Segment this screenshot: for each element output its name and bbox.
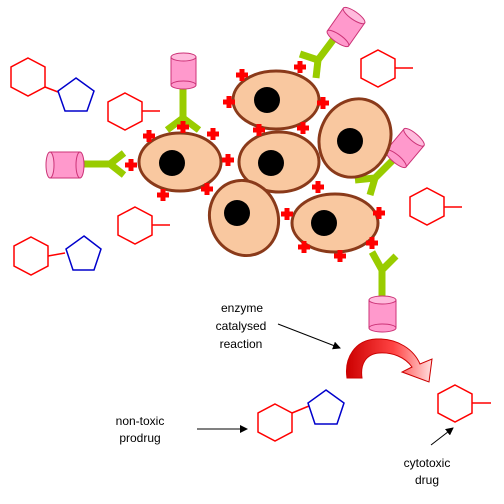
tumour-cell-4 [237, 130, 321, 194]
prodrug-molecule-top-left [10, 57, 95, 112]
prodrug-molecule-left [13, 235, 102, 276]
drug-molecule-2 [360, 49, 413, 88]
prodrug-molecule-bottom [257, 389, 345, 442]
tumour-cell-6 [290, 192, 380, 254]
antigen-markers [125, 61, 385, 262]
prodrug-label-line1: non-toxic [116, 414, 165, 428]
drug-molecule-3 [117, 206, 170, 245]
reaction-arrow [346, 338, 433, 383]
drug-molecule-1 [107, 92, 160, 131]
drug-molecule-4 [409, 187, 462, 226]
antibody-enzyme-top [164, 52, 202, 133]
enzyme-label-line1: enzyme [221, 301, 263, 315]
tumour-cell-5 [208, 178, 280, 258]
enzyme-label-line3: reaction [220, 337, 263, 351]
prodrug-label-line2: prodrug [119, 431, 160, 445]
antibody-enzyme-left [45, 150, 127, 179]
drug-molecule-bottom [437, 384, 491, 423]
tumour-cell-3 [317, 97, 393, 179]
drug-label-line1: cytotoxic [404, 456, 451, 470]
enzyme-label-line2: catalysed [216, 319, 267, 333]
drug-pointer-arrow [430, 427, 454, 446]
antibody-enzyme-right [354, 127, 425, 196]
drug-label-line2: drug [415, 473, 439, 487]
antibody-enzyme-top-right [298, 6, 366, 79]
tumour-cell-1 [137, 131, 223, 193]
enzyme-pointer-arrow [277, 323, 341, 350]
tumour-cell-2 [231, 69, 321, 131]
antibody-enzyme-bottom [368, 250, 399, 333]
